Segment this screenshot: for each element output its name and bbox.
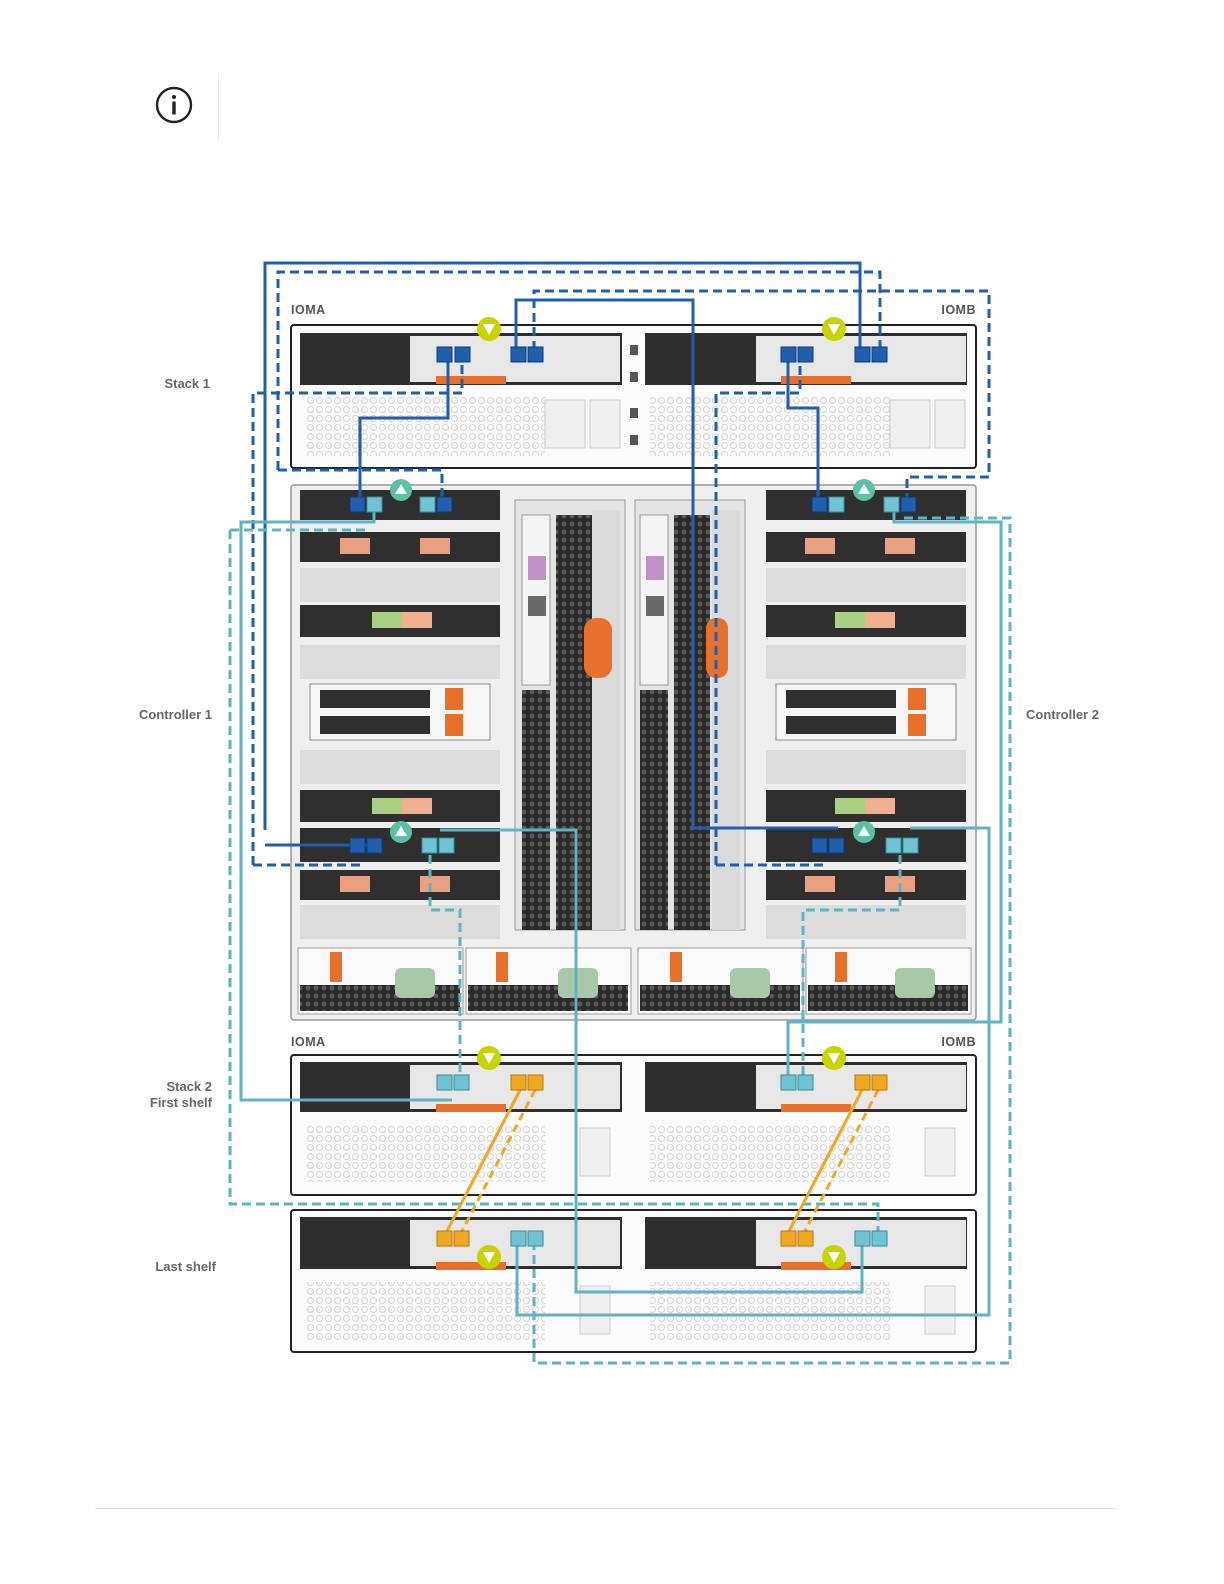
- iomb-bottom-label: IOMB: [941, 1035, 976, 1049]
- first-shelf-label: First shelf: [150, 1095, 213, 1110]
- ioma-top-label: IOMA: [291, 303, 326, 317]
- stack1-shelf: [291, 325, 976, 468]
- controller2-label: Controller 2: [1026, 707, 1099, 722]
- stack2-label: Stack 2: [166, 1079, 212, 1094]
- last-shelf-label: Last shelf: [155, 1259, 216, 1274]
- controller-chassis: [291, 485, 976, 1020]
- stack1-label: Stack 1: [164, 376, 210, 391]
- ioma-bottom-label: IOMA: [291, 1035, 326, 1049]
- iomb-top-label: IOMB: [941, 303, 976, 317]
- footer-divider: [95, 1508, 1117, 1509]
- controller1-label: Controller 1: [139, 707, 212, 722]
